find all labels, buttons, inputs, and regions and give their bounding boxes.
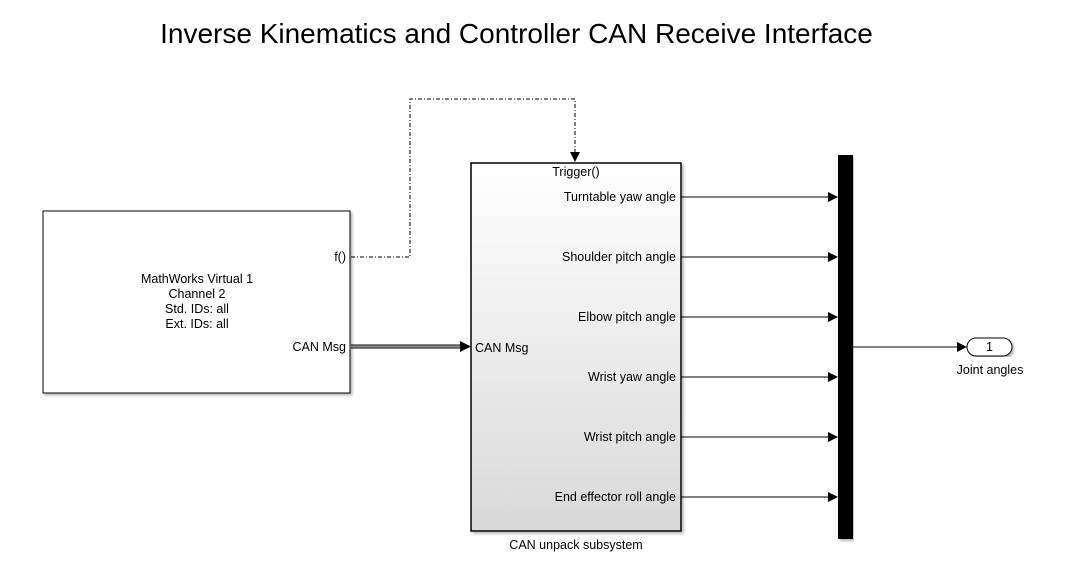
signal-arrowhead — [828, 252, 838, 262]
signal-arrowhead — [828, 492, 838, 502]
diagram-title: Inverse Kinematics and Controller CAN Re… — [160, 18, 873, 49]
output-port-label: Shoulder pitch angle — [562, 250, 676, 264]
can-receive-block-text: MathWorks Virtual 1 Channel 2 Std. IDs: … — [44, 272, 350, 332]
outport-number: 1 — [986, 340, 993, 354]
output-port-label: Turntable yaw angle — [563, 190, 676, 204]
can-receive-line: Std. IDs: all — [165, 302, 229, 316]
subsystem-output-lines[interactable] — [681, 192, 838, 502]
trigger-arrowhead — [570, 152, 580, 162]
outport-arrowhead — [957, 342, 967, 352]
function-call-line[interactable] — [351, 98, 576, 258]
subsystem-name: CAN unpack subsystem — [509, 538, 643, 552]
can-msg-port-label: CAN Msg — [292, 340, 346, 354]
can-unpack-subsystem-block[interactable] — [470, 162, 682, 532]
can-msg-arrowhead — [460, 341, 471, 352]
mux-block[interactable] — [838, 155, 853, 539]
output-port-label: Elbow pitch angle — [578, 310, 676, 324]
can-receive-line: Channel 2 — [168, 287, 226, 301]
signal-arrowhead — [828, 432, 838, 442]
subsystem-input-label: CAN Msg — [475, 341, 529, 355]
trigger-port-label: Trigger() — [552, 165, 600, 179]
output-port-label: Wrist yaw angle — [588, 370, 676, 384]
fcall-port-label: f() — [334, 250, 346, 264]
signal-arrowhead — [828, 372, 838, 382]
output-port-label: End effector roll angle — [554, 490, 676, 504]
signal-arrowhead — [828, 192, 838, 202]
signal-arrowhead — [828, 312, 838, 322]
outport-block[interactable] — [966, 337, 1013, 357]
can-receive-line: MathWorks Virtual 1 — [140, 272, 254, 286]
can-receive-block[interactable] — [42, 210, 351, 394]
can-receive-line: Ext. IDs: all — [165, 317, 229, 331]
outport-name: Joint angles — [956, 363, 1024, 377]
output-port-label: Wrist pitch angle — [583, 430, 676, 444]
